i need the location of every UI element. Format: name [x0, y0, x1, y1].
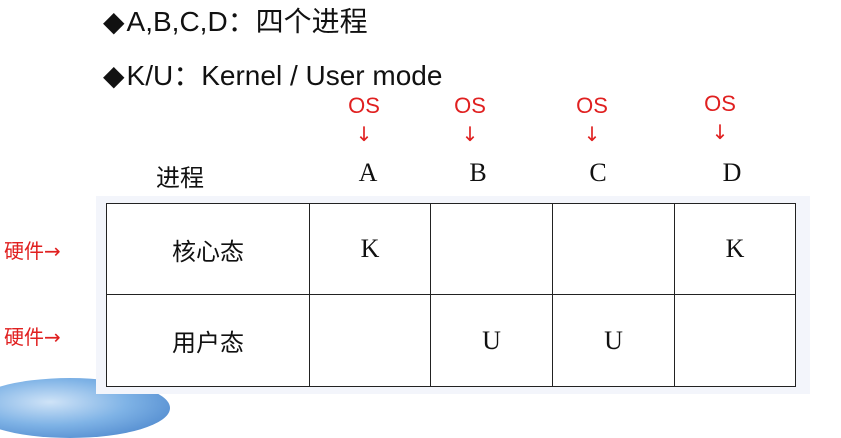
bullet-text: K/U：Kernel / User mode: [126, 60, 443, 91]
column-header-a: A: [358, 158, 378, 187]
bullet-modes: ◆K/U：Kernel / User mode: [103, 60, 442, 92]
bullet-text: A,B,C,D：四个进程: [126, 6, 368, 37]
column-header-d: D: [722, 158, 742, 187]
os-label-d: OS: [704, 91, 736, 116]
diamond-icon: ◆: [103, 60, 125, 91]
hardware-label-kernel: 硬件→: [4, 239, 61, 263]
down-arrow-icon: ↓: [461, 122, 479, 146]
down-arrow-icon: ↓: [711, 120, 729, 144]
mode-table: 核心态 K K 用户态 U U: [106, 203, 796, 387]
table-cell: [553, 204, 675, 295]
os-label-c: OS: [576, 93, 608, 118]
table-cell: [310, 295, 431, 386]
table-cell: U: [431, 295, 553, 386]
column-header-b: B: [469, 158, 487, 187]
process-header: 进程: [156, 164, 204, 192]
table-cell: [675, 295, 795, 386]
os-label-a: OS: [348, 93, 380, 118]
down-arrow-icon: ↓: [355, 122, 373, 146]
table-cell: [431, 204, 553, 295]
table-cell: K: [675, 204, 795, 295]
row-label-kernel: 核心态: [107, 204, 310, 295]
table-cell: K: [310, 204, 431, 295]
row-label-user: 用户态: [107, 295, 310, 386]
column-header-c: C: [589, 158, 607, 187]
os-label-b: OS: [454, 93, 486, 118]
diamond-icon: ◆: [103, 6, 125, 37]
hardware-label-user: 硬件→: [4, 325, 61, 349]
down-arrow-icon: ↓: [583, 122, 601, 146]
bullet-processes: ◆A,B,C,D：四个进程: [103, 6, 368, 38]
table-cell: U: [553, 295, 675, 386]
